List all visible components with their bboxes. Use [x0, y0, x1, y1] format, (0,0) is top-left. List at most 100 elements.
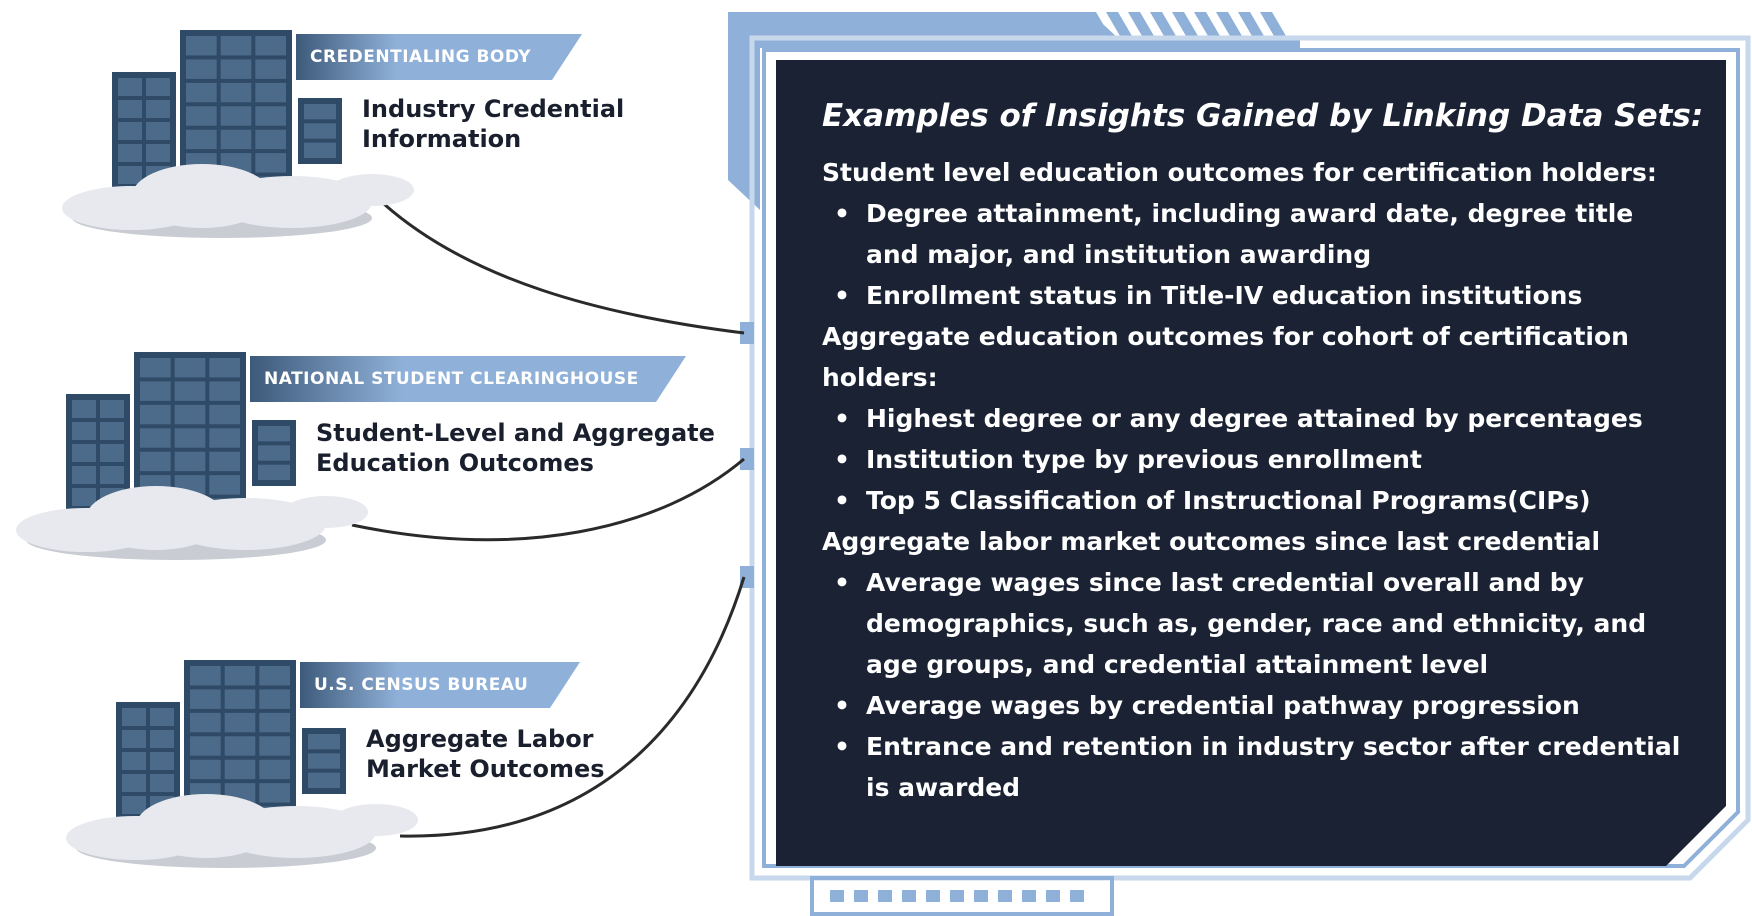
server-window [186, 82, 217, 103]
server-window [150, 774, 174, 792]
source-description-line: Information [362, 125, 522, 153]
frame-top-tab [728, 12, 1300, 210]
server-window [259, 759, 290, 780]
server-window [220, 36, 252, 56]
connector-line-2 [351, 457, 745, 542]
frame-stripe [1128, 12, 1154, 36]
server-window [140, 381, 171, 401]
source-description-line: Market Outcomes [366, 755, 605, 783]
server-window [255, 129, 286, 150]
server-window [140, 451, 171, 472]
server-window [146, 122, 170, 140]
frame-stripe [1040, 12, 1066, 36]
frame-stripe [1062, 12, 1088, 36]
insight-section: Student level education outcomes for cer… [822, 152, 1682, 316]
insight-section: Aggregate labor market outcomes since la… [822, 521, 1682, 808]
source-description: Industry Credential Information [362, 94, 624, 154]
frame-stripe [1150, 12, 1176, 36]
server-window [118, 122, 142, 140]
server-window [220, 59, 252, 79]
frame-stripe [830, 890, 844, 902]
source-description: Aggregate Labor Market Outcomes [366, 724, 605, 784]
server-window [259, 689, 290, 709]
frame-stripe [1106, 12, 1132, 36]
bullet-list: Highest degree or any degree attained by… [822, 398, 1682, 521]
frame-stripe [1172, 12, 1198, 36]
server-window [224, 712, 256, 733]
server-window [308, 753, 340, 769]
server-window [209, 381, 240, 401]
bullet-list: Average wages since last credential over… [822, 562, 1682, 808]
server-window [255, 36, 286, 56]
server-window [146, 100, 170, 118]
server-window [255, 59, 286, 79]
server-window [146, 144, 170, 162]
server-window [220, 106, 252, 126]
server-window [259, 736, 290, 756]
bullet-list: Degree attainment, including award date,… [822, 193, 1682, 316]
frame-stripe [926, 890, 940, 902]
server-window [258, 445, 290, 461]
section-heading-line: Aggregate education outcomes for cohort … [822, 322, 1629, 351]
server-window [224, 759, 256, 780]
server-window [308, 734, 340, 750]
bullet-item-continuation: is awarded [866, 773, 1021, 802]
server-window [150, 752, 174, 770]
server-window [304, 104, 336, 120]
source-banner: CREDENTIALING BODY [296, 34, 582, 80]
section-heading-line: Student level education outcomes for cer… [822, 158, 1657, 187]
server-window [72, 444, 96, 462]
section-heading-line: holders: [822, 363, 938, 392]
connector-nub-1 [740, 322, 754, 344]
server-window [259, 783, 290, 803]
frame-stripe [1070, 890, 1084, 902]
frame-stripe [1216, 12, 1242, 36]
server-window [209, 404, 240, 425]
server-window [140, 404, 171, 425]
bullet-item: Institution type by previous enrollment [862, 439, 1682, 480]
server-building-icon [16, 352, 368, 560]
source-description-line: Aggregate Labor [366, 725, 594, 753]
server-window [186, 36, 217, 56]
section-heading-line: Aggregate labor market outcomes since la… [822, 527, 1601, 556]
server-window [150, 708, 174, 726]
server-window [174, 451, 206, 472]
frame-top-stripes [1040, 12, 1286, 36]
insight-section: Aggregate education outcomes for cohort … [822, 316, 1682, 521]
bullet-item: Enrollment status in Title-IV education … [862, 275, 1682, 316]
server-window [190, 689, 221, 709]
cloud-icon [284, 496, 368, 528]
server-window [100, 400, 124, 418]
bullet-item-continuation: age groups, and credential attainment le… [866, 650, 1489, 679]
server-window [100, 466, 124, 484]
frame-stripe [1046, 890, 1060, 902]
server-window [190, 736, 221, 756]
server-window [224, 736, 256, 756]
bullet-item: Top 5 Classification of Instructional Pr… [862, 480, 1682, 521]
frame-stripe [1238, 12, 1264, 36]
server-window [209, 428, 240, 448]
server-window [118, 166, 142, 184]
server-window [224, 666, 256, 686]
server-window [122, 730, 146, 748]
source-banner: NATIONAL STUDENT CLEARINGHOUSE [250, 356, 686, 402]
frame-outer-border [749, 35, 1751, 881]
frame-stripe [1022, 890, 1036, 902]
source-description-line: Industry Credential [362, 95, 625, 123]
server-window [118, 144, 142, 162]
server-window [190, 712, 221, 733]
server-window [72, 466, 96, 484]
server-window [186, 59, 217, 79]
bullet-item-continuation: and major, and institution awarding [866, 240, 1372, 269]
bullet-item: Highest degree or any degree attained by… [862, 398, 1682, 439]
frame-stripe [998, 890, 1012, 902]
server-window [190, 759, 221, 780]
server-window [118, 100, 142, 118]
server-window [174, 404, 206, 425]
server-window [186, 106, 217, 126]
insights-panel: Examples of Insights Gained by Linking D… [776, 60, 1726, 866]
server-window [174, 381, 206, 401]
server-window [100, 422, 124, 440]
server-window [259, 712, 290, 733]
